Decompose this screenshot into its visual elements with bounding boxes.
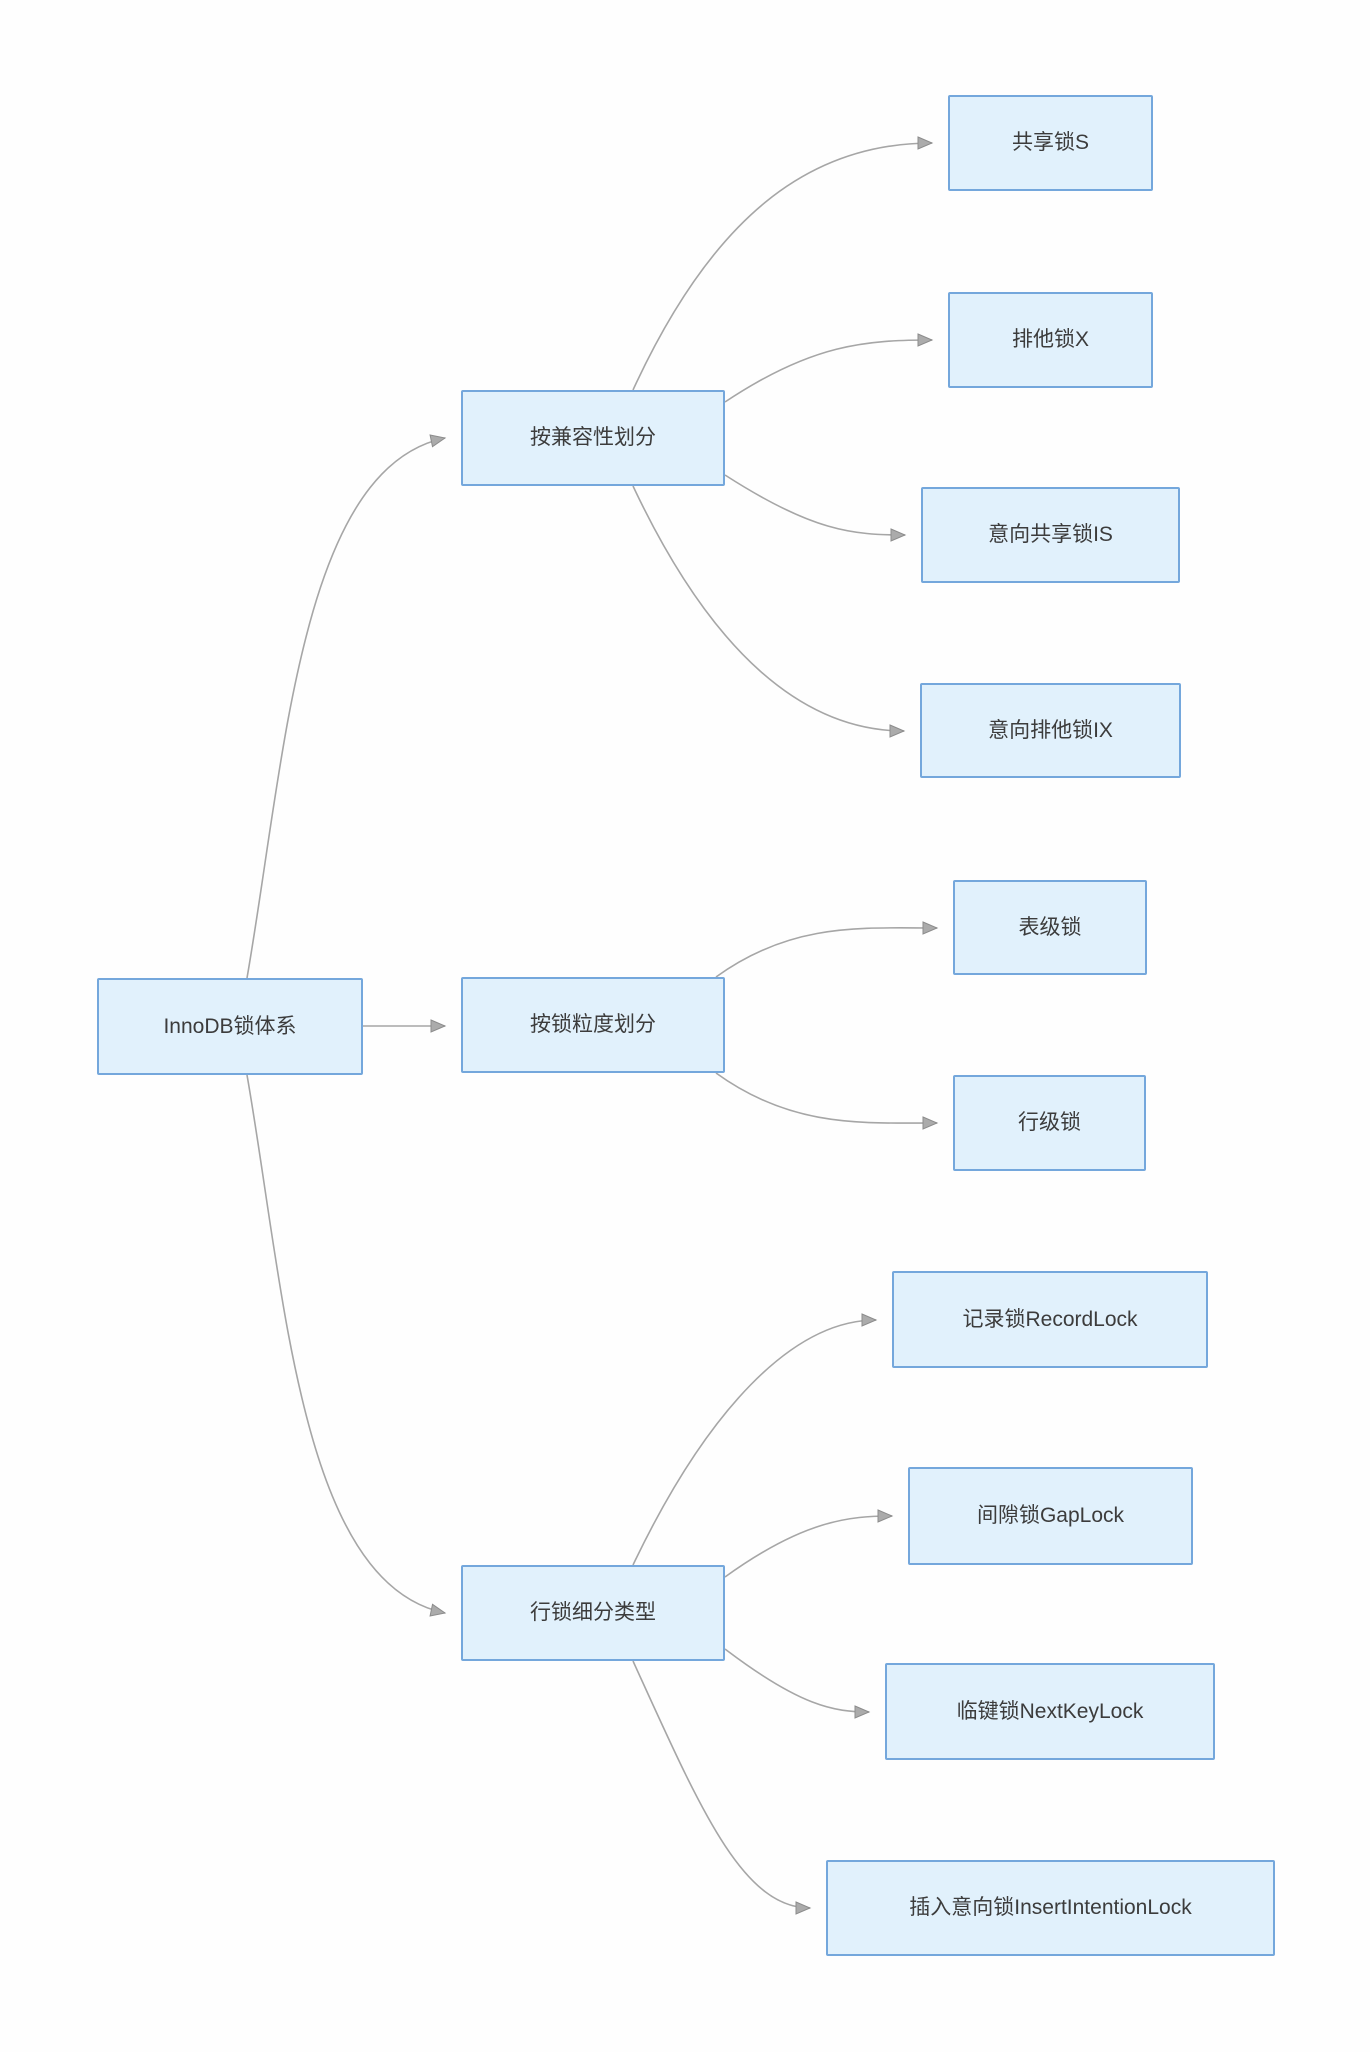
node-label-compat: 按兼容性划分	[530, 426, 656, 450]
edge-rowtypes-to-next-key-lock	[724, 1648, 871, 1719]
node-gap-lock[interactable]: 间隙锁GapLock	[908, 1467, 1193, 1565]
node-granularity[interactable]: 按锁粒度划分	[461, 977, 725, 1073]
node-label-shared-lock: 共享锁S	[1011, 131, 1089, 155]
node-insert-intention-lock[interactable]: 插入意向锁InsertIntentionLock	[826, 1860, 1275, 1956]
node-next-key-lock[interactable]: 临键锁NextKeyLock	[885, 1663, 1215, 1760]
node-label-rowtypes: 行锁细分类型	[530, 1601, 656, 1625]
node-label-granularity: 按锁粒度划分	[530, 1013, 656, 1037]
edge-compat-to-intention-shared	[724, 474, 907, 542]
node-root[interactable]: InnoDB锁体系	[97, 978, 363, 1075]
edge-root-to-compat	[246, 434, 447, 979]
node-label-record-lock: 记录锁RecordLock	[962, 1307, 1138, 1331]
node-intention-shared[interactable]: 意向共享锁IS	[921, 487, 1180, 583]
node-label-row-level-lock: 行级锁	[1018, 1111, 1081, 1135]
node-label-gap-lock: 间隙锁GapLock	[976, 1504, 1125, 1528]
node-label-exclusive-lock: 排他锁X	[1011, 328, 1089, 352]
edge-compat-to-exclusive-lock	[724, 333, 934, 403]
node-label-intention-shared: 意向共享锁IS	[988, 523, 1113, 547]
node-shared-lock[interactable]: 共享锁S	[948, 95, 1153, 191]
edge-rowtypes-to-gap-lock	[724, 1509, 894, 1578]
edge-compat-to-intention-exclusive	[632, 485, 906, 738]
node-label-root: InnoDB锁体系	[163, 1014, 297, 1038]
edge-granularity-to-table-level-lock	[715, 921, 939, 978]
node-exclusive-lock[interactable]: 排他锁X	[948, 292, 1153, 388]
node-compat[interactable]: 按兼容性划分	[461, 390, 725, 486]
node-rowtypes[interactable]: 行锁细分类型	[461, 1565, 725, 1661]
node-label-table-level-lock: 表级锁	[1018, 915, 1082, 939]
node-label-intention-exclusive: 意向排他锁IX	[988, 718, 1113, 742]
node-record-lock[interactable]: 记录锁RecordLock	[892, 1271, 1208, 1368]
node-label-insert-intention-lock: 插入意向锁InsertIntentionLock	[909, 1896, 1192, 1920]
edge-rowtypes-to-record-lock	[632, 1313, 878, 1566]
node-table-level-lock[interactable]: 表级锁	[953, 880, 1147, 975]
edge-rowtypes-to-insert-intention-lock	[632, 1660, 812, 1915]
edge-root-to-rowtypes	[246, 1074, 447, 1617]
node-row-level-lock[interactable]: 行级锁	[953, 1075, 1146, 1171]
edge-compat-to-shared-lock	[632, 136, 934, 391]
node-label-next-key-lock: 临键锁NextKeyLock	[956, 1699, 1144, 1723]
edge-granularity-to-row-level-lock	[715, 1072, 939, 1130]
node-intention-exclusive[interactable]: 意向排他锁IX	[920, 683, 1181, 778]
